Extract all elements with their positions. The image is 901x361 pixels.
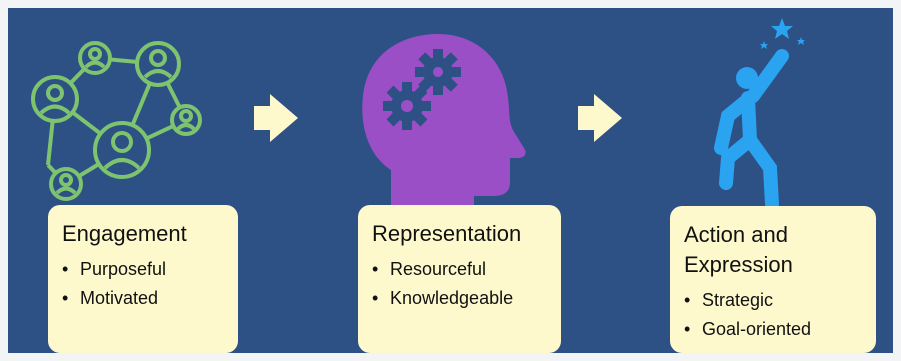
right-arrow-icon <box>578 94 622 142</box>
network-people-icon <box>31 41 202 201</box>
stage-bullet-list: •Strategic •Goal-oriented <box>684 286 866 344</box>
stage-bullet-list: •Resourceful •Knowledgeable <box>372 255 551 313</box>
stage-bullet: •Resourceful <box>372 259 487 279</box>
star-icon <box>760 41 768 49</box>
gear-icon <box>383 82 431 130</box>
stage-card-action-expression: Action and Expression •Strategic •Goal-o… <box>670 206 876 353</box>
person-node-4 <box>170 104 202 136</box>
stage-card-engagement: Engagement •Purposeful •Motivated <box>48 205 238 353</box>
stage-bullet: •Purposeful <box>62 259 167 279</box>
star-icon <box>771 18 793 39</box>
bullet-text: Purposeful <box>80 259 167 279</box>
stage-bullet: •Motivated <box>62 288 159 308</box>
stage-card-representation: Representation •Resourceful •Knowledgeab… <box>358 205 561 353</box>
person-node-2 <box>135 41 181 87</box>
head-gears-icon <box>362 34 526 210</box>
person-node-1 <box>78 41 112 75</box>
stage-bullet: •Goal-oriented <box>684 319 812 339</box>
person-reaching-stars-icon <box>714 18 805 211</box>
person-node-3 <box>31 75 79 123</box>
star-icon <box>797 37 805 45</box>
diagram-graphics <box>31 18 805 211</box>
bullet-text: Knowledgeable <box>390 288 514 308</box>
bullet-text: Goal-oriented <box>702 319 812 339</box>
stage-bullet: •Knowledgeable <box>372 288 514 308</box>
diagram-canvas: Engagement •Purposeful •Motivated Repres… <box>8 8 893 353</box>
bullet-text: Strategic <box>702 290 774 310</box>
person-node-5 <box>93 121 151 179</box>
right-arrow-icon <box>254 94 298 142</box>
bullet-text: Resourceful <box>390 259 487 279</box>
stage-title: Action and Expression <box>684 222 793 277</box>
stage-title: Representation <box>372 221 522 246</box>
stage-bullet-list: •Purposeful •Motivated <box>62 255 228 313</box>
bullet-text: Motivated <box>80 288 159 308</box>
person-node-6 <box>49 167 83 201</box>
stage-title: Engagement <box>62 221 187 246</box>
stage-bullet: •Strategic <box>684 290 774 310</box>
